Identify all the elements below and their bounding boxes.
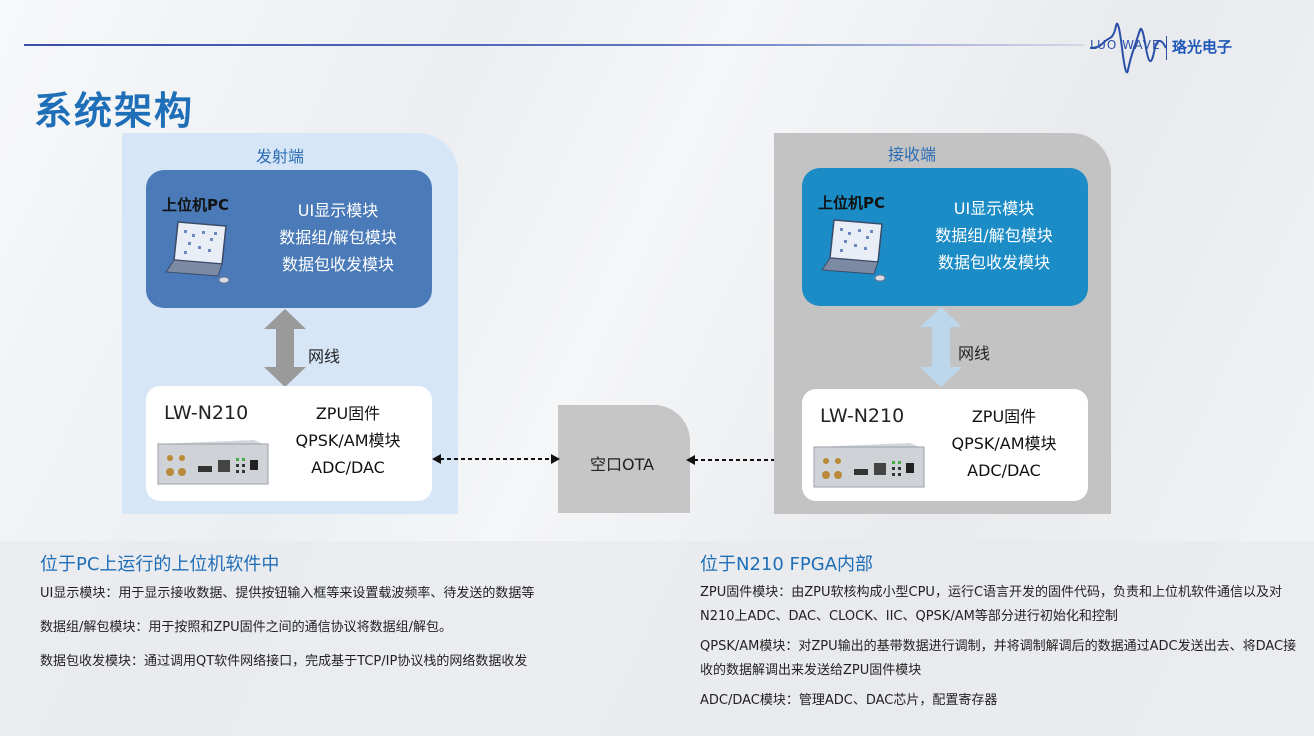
wave-logo-icon (1089, 22, 1167, 74)
tx-pc-module: 数据包收发模块 (281, 255, 394, 274)
rx-cable-label: 网线 (958, 344, 991, 363)
page-title: 系统架构 (34, 89, 195, 133)
tx-device-module: QPSK/AM模块 (295, 431, 401, 450)
tx-device-module: ADC/DAC (311, 458, 385, 477)
desc-item: QPSK/AM模块：对ZPU输出的基带数据进行调制，并将调制解调后的数据通过AD… (700, 639, 1297, 678)
rx-pc-module: 数据包收发模块 (937, 253, 1050, 272)
rx-pc-module: UI显示模块 (953, 199, 1035, 218)
header-rule (24, 44, 1084, 46)
ota-block: 空口OTA (558, 405, 690, 513)
tx-device-box: LW-N210 ZPU固件 QPSK/AM模块 ADC/DAC (146, 386, 432, 501)
desc-item: 数据组/解包模块：用于按照和ZPU固件之间的通信协议将数据组/解包。 (40, 620, 453, 635)
receiver-label: 接收端 (888, 145, 937, 164)
laptop-icon (821, 219, 886, 282)
tx-device-module: ZPU固件 (315, 404, 381, 423)
ethernet-double-arrow-icon (920, 307, 962, 387)
ota-label: 空口OTA (590, 455, 655, 474)
receiver-panel: 接收端 上位机PC UI显示模块 数据组/解包模块 数据包收发模块 网线 LW-… (774, 133, 1111, 514)
description-area: 位于PC上运行的上位机软件中 UI显示模块：用于显示接收数据、提供按钮输入框等来… (0, 541, 1314, 736)
tx-pc-modules: UI显示模块 数据组/解包模块 数据包收发模块 (258, 197, 418, 278)
tx-pc-box: 上位机PC UI显示模块 数据组/解包模块 数据包收发模块 (146, 170, 432, 308)
n210-device-icon (157, 440, 269, 485)
logo-text-en: LUO WAVE (1090, 38, 1161, 52)
company-logo: LUO WAVE 珞光电子 (1088, 18, 1268, 74)
laptop-icon (165, 221, 230, 284)
tx-device-modules: ZPU固件 QPSK/AM模块 ADC/DAC (278, 400, 418, 481)
desc-item: ADC/DAC模块：管理ADC、DAC芯片，配置寄存器 (700, 693, 998, 708)
desc-item: ZPU固件模块：由ZPU软核构成小型CPU，运行C语言开发的固件代码，负责和上位… (700, 585, 1283, 624)
desc-item: 数据包收发模块：通过调用QT软件网络接口，完成基于TCP/IP协议栈的网络数据收… (40, 654, 528, 669)
n210-device-icon (813, 443, 925, 488)
tx-device-name: LW-N210 (164, 402, 249, 424)
rx-device-modules: ZPU固件 QPSK/AM模块 ADC/DAC (934, 403, 1074, 484)
logo-divider (1166, 36, 1167, 60)
fpga-title: 位于N210 FPGA内部 (700, 554, 874, 575)
rx-device-box: LW-N210 ZPU固件 QPSK/AM模块 ADC/DAC (802, 389, 1088, 501)
tx-ota-dashed-arrow (432, 454, 560, 464)
rx-pc-box: 上位机PC UI显示模块 数据组/解包模块 数据包收发模块 (802, 168, 1088, 306)
rx-device-module: ADC/DAC (967, 461, 1041, 480)
rx-pc-modules: UI显示模块 数据组/解包模块 数据包收发模块 (914, 195, 1074, 276)
transmitter-panel: 发射端 上位机PC UI显示模块 数据组/解包模块 数据包收发模块 网线 LW-… (122, 133, 458, 514)
desc-item: UI显示模块：用于显示接收数据、提供按钮输入框等来设置载波频率、待发送的数据等 (40, 586, 535, 601)
rx-pc-title: 上位机PC (818, 194, 886, 212)
rx-device-module: ZPU固件 (971, 407, 1037, 426)
ethernet-double-arrow-icon (264, 309, 306, 387)
rx-device-name: LW-N210 (820, 405, 905, 427)
tx-pc-title: 上位机PC (162, 196, 230, 214)
pc-software-title: 位于PC上运行的上位机软件中 (40, 554, 280, 575)
tx-pc-module: UI显示模块 (297, 201, 379, 220)
rx-pc-module: 数据组/解包模块 (935, 226, 1053, 245)
rx-device-module: QPSK/AM模块 (951, 434, 1057, 453)
pc-software-desc: UI显示模块：用于显示接收数据、提供按钮输入框等来设置载波频率、待发送的数据等 … (40, 582, 660, 674)
transmitter-label: 发射端 (256, 147, 305, 166)
tx-cable-label: 网线 (308, 347, 341, 366)
logo-text-cn: 珞光电子 (1172, 38, 1233, 56)
tx-pc-module: 数据组/解包模块 (279, 228, 397, 247)
fpga-desc: ZPU固件模块：由ZPU软核构成小型CPU，运行C语言开发的固件代码，负责和上位… (700, 581, 1302, 713)
